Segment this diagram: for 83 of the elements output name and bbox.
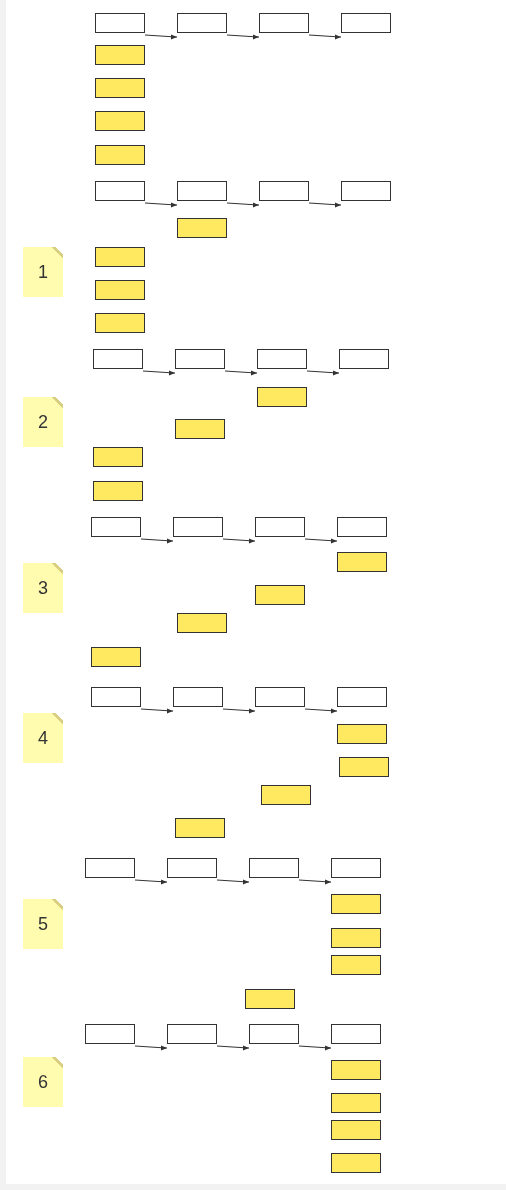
highlighted-box: [95, 78, 145, 98]
list-box: [341, 181, 391, 201]
highlighted-box: [331, 955, 381, 975]
arrow: [222, 708, 256, 714]
arrow: [224, 370, 258, 376]
list-box: [257, 349, 307, 369]
list-box: [85, 858, 135, 878]
sticky-note: 1: [23, 247, 63, 297]
sticky-note: 5: [23, 899, 63, 949]
list-box: [93, 349, 143, 369]
highlighted-box: [337, 724, 387, 744]
list-box: [91, 517, 141, 537]
arrow: [304, 708, 338, 714]
highlighted-box: [95, 313, 145, 333]
arrow: [298, 1045, 332, 1051]
highlighted-box: [339, 757, 389, 777]
arrow: [306, 370, 340, 376]
arrow: [140, 538, 174, 544]
highlighted-box: [337, 552, 387, 572]
list-box: [249, 1024, 299, 1044]
highlighted-box: [255, 585, 305, 605]
sticky-note: 3: [23, 563, 63, 613]
list-box: [85, 1024, 135, 1044]
list-box: [259, 13, 309, 33]
highlighted-box: [331, 1060, 381, 1080]
list-box: [167, 1024, 217, 1044]
highlighted-box: [177, 613, 227, 633]
list-box: [173, 687, 223, 707]
list-box: [95, 13, 145, 33]
list-box: [177, 13, 227, 33]
arrow: [144, 34, 178, 40]
list-box: [255, 517, 305, 537]
arrow: [216, 1045, 250, 1051]
arrow: [304, 538, 338, 544]
arrow: [140, 708, 174, 714]
list-box: [339, 349, 389, 369]
list-box: [259, 181, 309, 201]
list-box: [167, 858, 217, 878]
arrow: [298, 879, 332, 885]
arrow: [142, 370, 176, 376]
highlighted-box: [261, 785, 311, 805]
list-box: [337, 517, 387, 537]
highlighted-box: [331, 1153, 381, 1173]
list-box: [341, 13, 391, 33]
list-box: [331, 1024, 381, 1044]
highlighted-box: [95, 145, 145, 165]
arrow: [308, 34, 342, 40]
list-box: [337, 687, 387, 707]
highlighted-box: [175, 419, 225, 439]
highlighted-box: [177, 218, 227, 238]
arrow: [226, 34, 260, 40]
list-box: [255, 687, 305, 707]
arrow: [308, 202, 342, 208]
list-box: [91, 687, 141, 707]
highlighted-box: [331, 894, 381, 914]
list-box: [173, 517, 223, 537]
highlighted-box: [245, 989, 295, 1009]
list-box: [249, 858, 299, 878]
list-box: [175, 349, 225, 369]
arrow: [144, 202, 178, 208]
arrow: [216, 879, 250, 885]
highlighted-box: [95, 45, 145, 65]
arrow: [226, 202, 260, 208]
arrow: [222, 538, 256, 544]
highlighted-box: [95, 247, 145, 267]
list-box: [331, 858, 381, 878]
highlighted-box: [93, 481, 143, 501]
highlighted-box: [331, 928, 381, 948]
highlighted-box: [91, 647, 141, 667]
sticky-note: 6: [23, 1057, 63, 1107]
sticky-note: 2: [23, 397, 63, 447]
highlighted-box: [95, 111, 145, 131]
list-box: [177, 181, 227, 201]
highlighted-box: [257, 387, 307, 407]
list-box: [95, 181, 145, 201]
highlighted-box: [331, 1120, 381, 1140]
highlighted-box: [331, 1093, 381, 1113]
sticky-note: 4: [23, 713, 63, 763]
arrow: [134, 879, 168, 885]
highlighted-box: [175, 818, 225, 838]
arrow: [134, 1045, 168, 1051]
highlighted-box: [95, 280, 145, 300]
highlighted-box: [93, 447, 143, 467]
